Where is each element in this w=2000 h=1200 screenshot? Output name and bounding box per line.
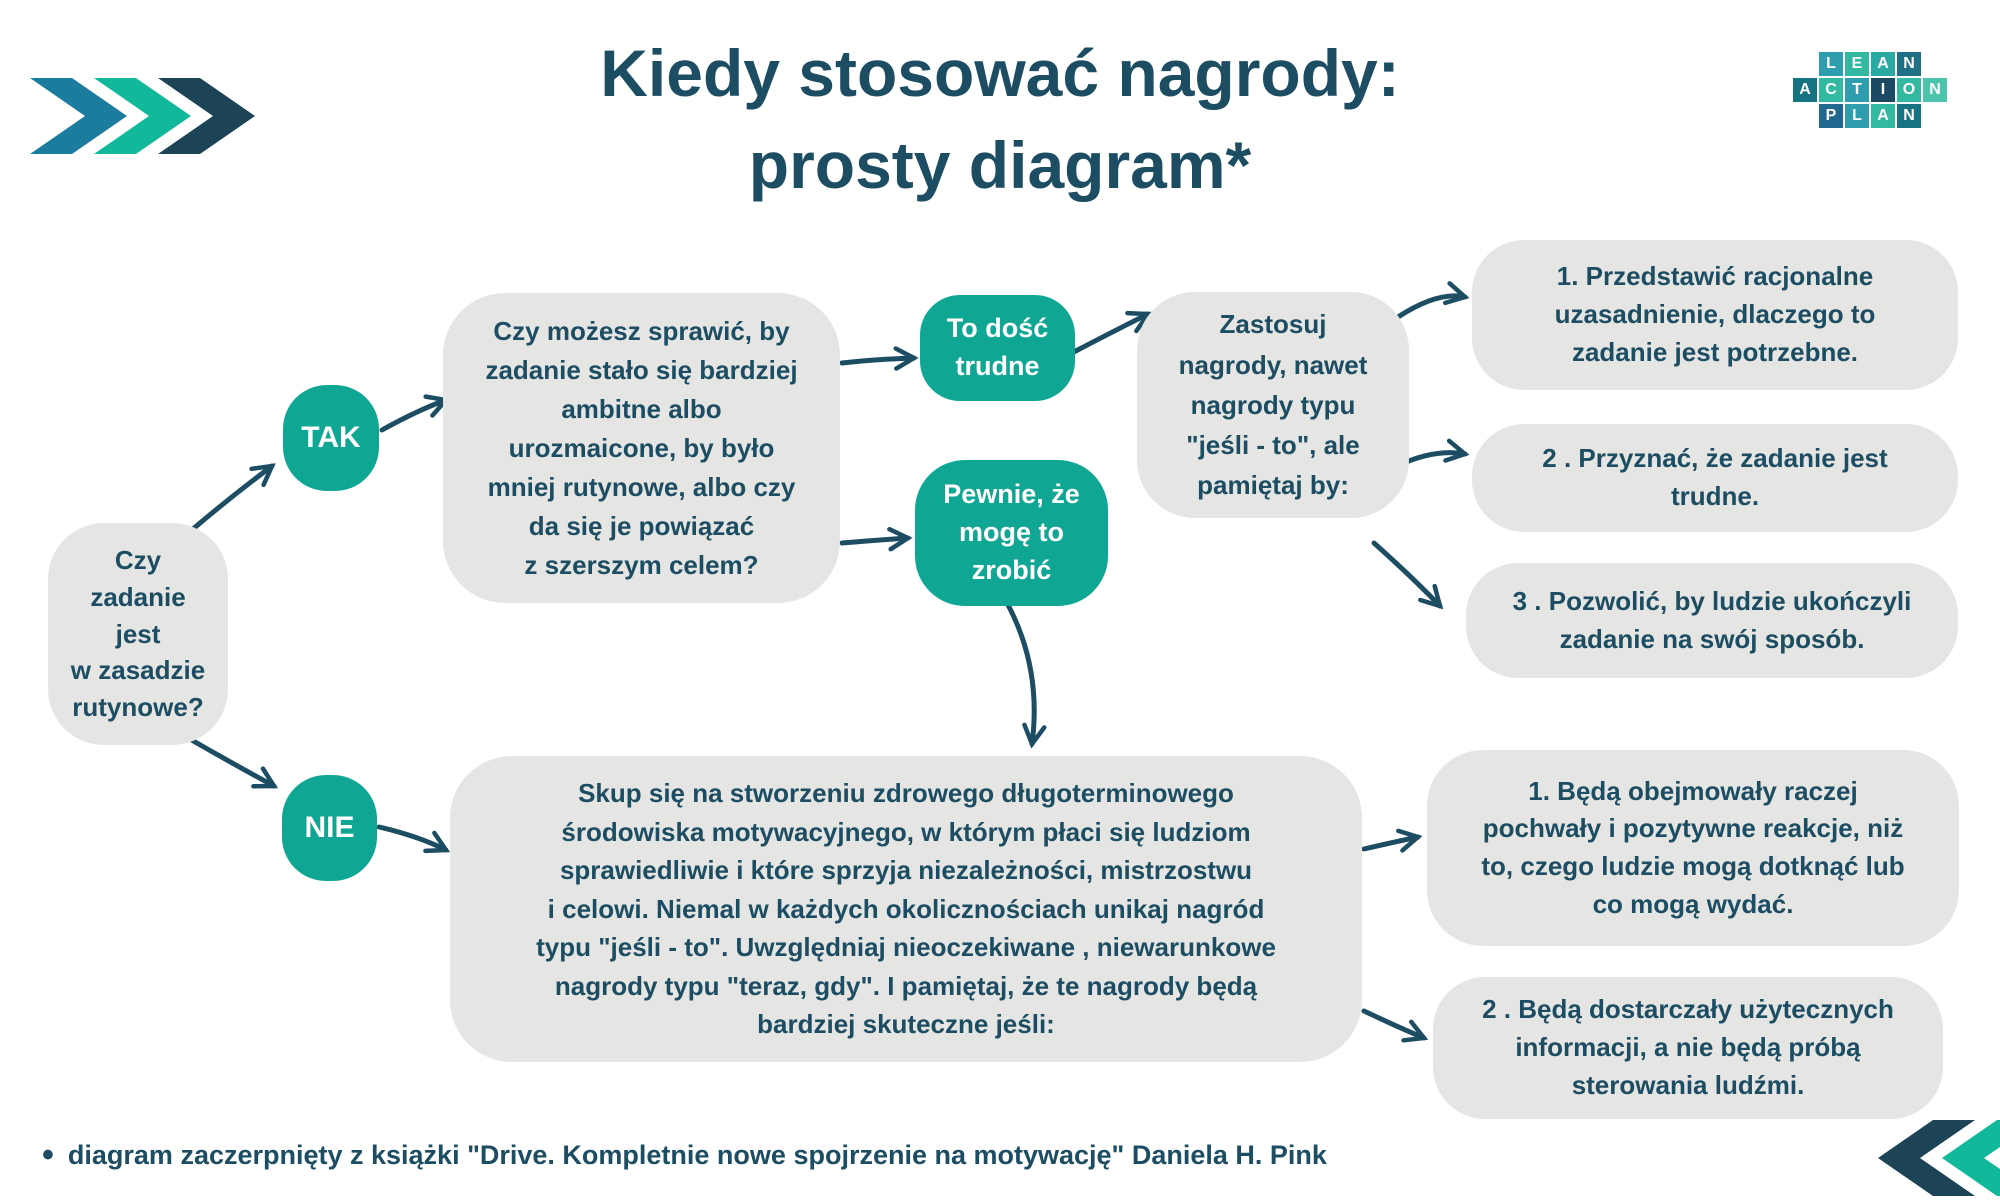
bullet-point: • — [42, 1136, 54, 1174]
page-title: Kiedy stosować nagrody: prosty diagram* — [0, 40, 2000, 198]
node-focus-item-2: 2 . Będą dostarczały użytecznych informa… — [1433, 977, 1943, 1119]
source-note-text: diagram zaczerpnięty z książki "Drive. K… — [67, 1139, 1327, 1170]
node-focus-environment: Skup się na stworzeniu zdrowego długoter… — [450, 756, 1362, 1062]
page-title-line2: prosty diagram* — [748, 128, 1252, 202]
logo-letter-tile: L — [1819, 52, 1843, 76]
node-quite-hard: To dość trudne — [920, 295, 1075, 401]
node-apply-item-3: 3 . Pozwolić, by ludzie ukończyli zadani… — [1466, 563, 1958, 678]
node-can-do-it: Pewnie, że mogę to zrobić — [915, 460, 1108, 606]
node-focus-item-1: 1. Będą obejmowały raczej pochwały i poz… — [1427, 750, 1959, 946]
node-apply-rewards: Zastosuj nagrody, nawet nagrody typu "je… — [1137, 292, 1409, 518]
node-root-question: Czy zadanie jest w zasadzie rutynowe? — [48, 523, 228, 745]
node-no: NIE — [282, 775, 377, 881]
logo-letter-tile: N — [1897, 104, 1921, 128]
logo-letter-tile: N — [1897, 52, 1921, 76]
logo-letter-tile: A — [1871, 104, 1895, 128]
page-title-line1: Kiedy stosować nagrody: — [600, 36, 1400, 110]
logo-letter-tile: N — [1923, 78, 1947, 102]
source-note: • diagram zaczerpnięty z książki "Drive.… — [42, 1138, 1327, 1172]
logo-letter-tile: A — [1793, 78, 1817, 102]
logo-letter-tile: P — [1819, 104, 1843, 128]
logo-letter-tile: L — [1845, 104, 1869, 128]
logo-letter-tile: I — [1871, 78, 1895, 102]
logo-letter-tile: O — [1897, 78, 1921, 102]
node-apply-item-1: 1. Przedstawić racjonalne uzasadnienie, … — [1472, 240, 1958, 390]
logo-letter-tile: E — [1845, 52, 1869, 76]
node-apply-item-2: 2 . Przyznać, że zadanie jest trudne. — [1472, 424, 1958, 532]
node-make-ambitious-question: Czy możesz sprawić, by zadanie stało się… — [443, 293, 840, 603]
triple-chevron-right-icon — [30, 78, 255, 154]
node-yes: TAK — [283, 385, 379, 491]
logo-letter-tile: A — [1871, 52, 1895, 76]
triple-chevron-left-icon — [1878, 1120, 2000, 1196]
logo-letter-tile: C — [1819, 78, 1843, 102]
logo-letter-tile: T — [1845, 78, 1869, 102]
